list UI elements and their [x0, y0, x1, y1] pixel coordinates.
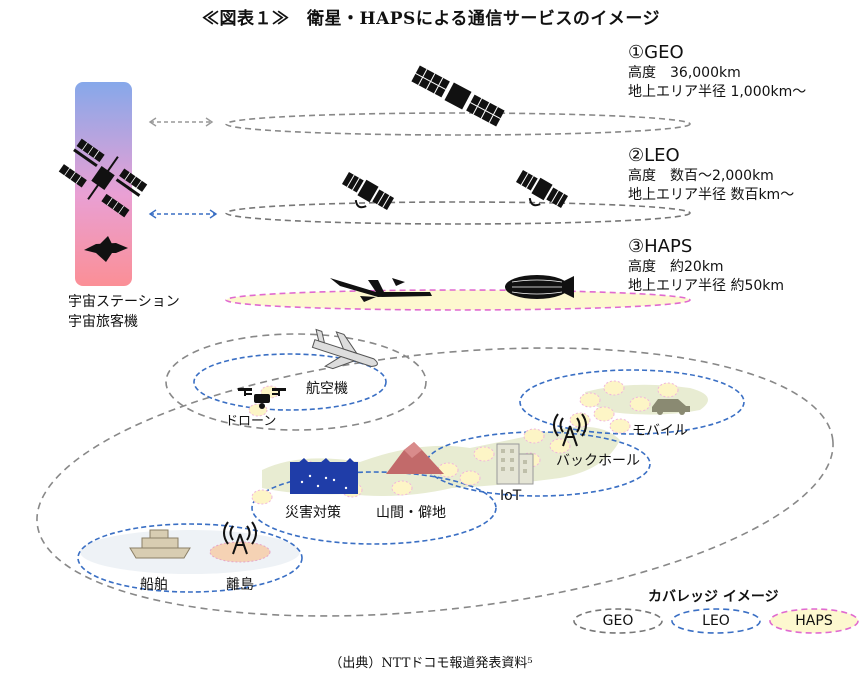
haps-orbit-ring: [225, 289, 691, 311]
aircraft-label: 航空機: [306, 381, 348, 397]
ocean-area: [80, 530, 300, 574]
island-haps-spot: [209, 541, 271, 563]
disaster-label: 災害対策: [285, 505, 341, 521]
leo-satellite-icon: [341, 171, 395, 211]
geo-orbit-ring: [225, 112, 691, 136]
haps-orbit-label: ③HAPS 高度 約20km 地上エリア半径 約50km: [628, 236, 784, 296]
orbit-altitude: 高度 36,000km: [628, 65, 741, 81]
leo-orbit-label: ②LEO 高度 数百～2,000km 地上エリア半径 数百km～: [628, 145, 794, 205]
leo-coverage-disaster: [251, 471, 497, 545]
orbit-name: ③HAPS: [628, 236, 693, 257]
space-plane-icon: [84, 236, 128, 262]
iot-label: IoT: [500, 488, 522, 504]
orbit-coverage: 地上エリア半径 1,000km～: [628, 84, 807, 100]
legend-title: カバレッジ イメージ: [648, 589, 779, 605]
source-note: （出典）NTTドコモ報道発表資料⁵: [329, 656, 533, 671]
orbit-altitude: 高度 数百～2,000km: [628, 168, 774, 184]
haps-airship-icon: [505, 275, 574, 299]
mountain-label: 山間・僻地: [376, 505, 446, 521]
page-title: ≪図表１≫ 衛星・HAPSによる通信サービスのイメージ: [202, 9, 660, 29]
mobile-label: モバイル: [632, 423, 688, 439]
antenna-icon: [223, 521, 257, 555]
backhaul-label: バックホール: [556, 453, 640, 469]
mountain-icon: [386, 442, 444, 474]
ship-icon: [129, 529, 191, 559]
building-icon: [496, 443, 534, 485]
legend-haps-shape: [769, 608, 859, 634]
island-label: 離島: [226, 577, 254, 593]
leo-link-arrow: [148, 209, 218, 219]
orbit-altitude: 高度 約20km: [628, 259, 724, 275]
leo-coverage-mobile: [519, 369, 745, 435]
leo-coverage-maritime: [77, 523, 303, 593]
geo-satellite-icon: [411, 65, 505, 127]
orbit-coverage: 地上エリア半径 約50km: [628, 278, 785, 294]
space-station-icon: [58, 138, 148, 218]
legend-geo-label: GEO: [602, 613, 634, 629]
legend-leo-shape: [671, 608, 761, 634]
station-label-line1: 宇宙ステーション: [68, 294, 180, 310]
orbit-name: ①GEO: [628, 42, 684, 63]
geo-orbit-label: ①GEO 高度 36,000km 地上エリア半径 1,000km～: [628, 42, 806, 102]
haps-glider-icon: [330, 278, 432, 302]
orbit-name: ②LEO: [628, 145, 680, 166]
leo-orbit-ring: [225, 201, 691, 225]
legend-haps-label: HAPS: [795, 613, 833, 629]
geo-ground-coverage: [36, 347, 834, 617]
geo-air-coverage: [165, 333, 427, 431]
station-label: 宇宙ステーション 宇宙旅客機: [68, 292, 180, 332]
leo-satellite-icon: [515, 169, 569, 209]
airplane-icon: [311, 328, 378, 370]
disaster-mountain-icon: [290, 458, 358, 494]
car-icon: [652, 399, 690, 415]
leo-coverage-air: [193, 353, 387, 411]
geo-link-arrow: [148, 117, 214, 127]
antenna-icon: [553, 413, 587, 447]
orbit-coverage: 地上エリア半径 数百km～: [628, 187, 795, 203]
station-label-line2: 宇宙旅客機: [68, 314, 138, 330]
legend-geo-shape: [573, 608, 663, 634]
drone-label: ドローン: [225, 414, 277, 429]
ship-label: 船舶: [140, 577, 168, 593]
drone-icon: [238, 388, 286, 409]
legend-leo-label: LEO: [702, 613, 730, 629]
